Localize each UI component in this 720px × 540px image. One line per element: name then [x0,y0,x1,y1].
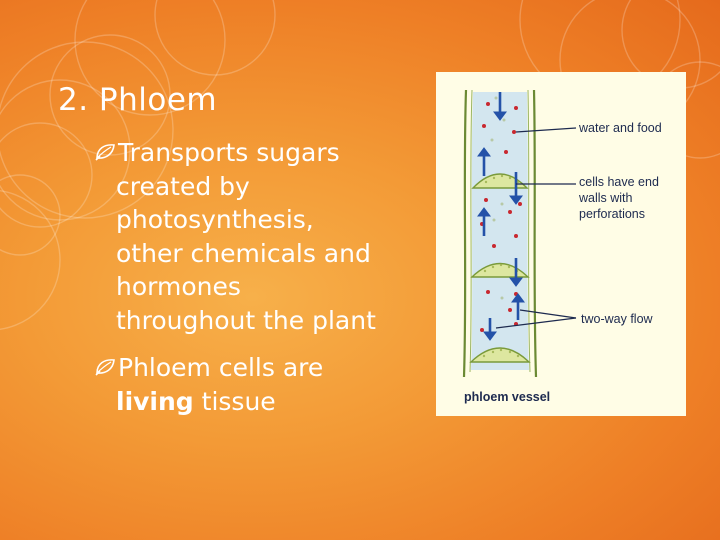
bullet-transport: Transports sugars created by photosynthe… [94,136,424,337]
bullet-line: hormones [116,272,241,301]
bold-word: living [116,386,194,416]
phloem-vessel-drawing [462,89,577,378]
bullet-line: other chemicals and [116,238,371,268]
leaf-icon [95,144,115,161]
sieve-plate [469,173,531,363]
leaf-icon [95,359,115,376]
label-line: walls with [579,191,633,205]
label-end-walls: cells have end walls with perforations [579,174,659,222]
figure-caption: phloem vessel [464,390,551,404]
label-line: perforations [579,207,646,221]
bullet-line: created by [116,171,250,201]
bullet-line: tissue [193,386,276,416]
bullet-line: Transports sugars [118,138,340,167]
bullet-line: throughout the plant [116,305,376,335]
phloem-diagram: water and food cells have end walls with… [436,72,686,416]
arrow-icon [477,92,525,341]
label-two-way-flow: two-way flow [581,312,653,326]
bullet-living: Phloem cells are living tissue [94,351,424,418]
bullet-line: photosynthesis, [116,205,314,234]
slide-title: 2. Phloem [58,82,218,118]
label-line: cells have end [579,175,659,189]
label-water-food: water and food [579,121,662,135]
bullet-line: Phloem cells are [118,353,324,382]
